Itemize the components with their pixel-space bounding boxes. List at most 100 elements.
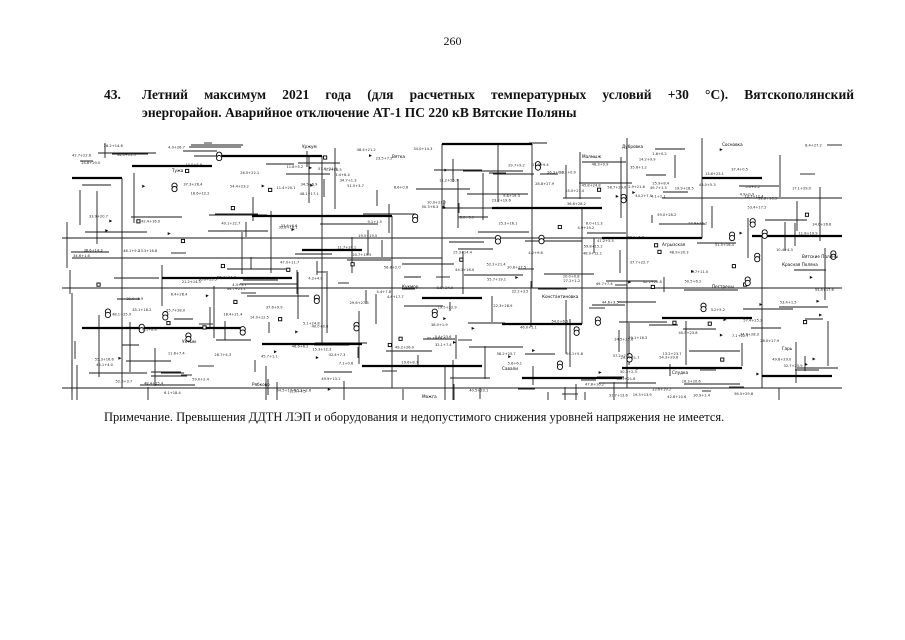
- flow-arrow: [812, 357, 816, 361]
- breaker-symbol: [350, 262, 355, 267]
- flow-value: 40.5+23.1: [469, 388, 488, 392]
- transformer-symbol: [700, 306, 707, 313]
- flow-value: 44.7+21.1: [227, 287, 246, 291]
- breaker-symbol: [278, 317, 283, 322]
- flow-arrow: [739, 231, 743, 235]
- flow-value: 55.7+19.1: [487, 278, 506, 282]
- flow-value: 6.1+8.8: [142, 328, 157, 332]
- substation-label: Уржум: [302, 144, 317, 149]
- flow-value: 26.2+14.6: [104, 144, 124, 148]
- flow-value: 32.1+7.4: [435, 343, 452, 347]
- flow-value: 23.5+7.2: [376, 156, 393, 160]
- flow-value: 48.1+25.9: [112, 313, 132, 317]
- flow-value: 13.2+23.7: [663, 352, 682, 356]
- flow-value: 1.2+26.5: [325, 168, 342, 172]
- flow-value: 19.5+22.9: [438, 306, 458, 310]
- transformer-symbol: [573, 329, 580, 336]
- flow-value: 38.0+1.9: [431, 323, 448, 327]
- flow-value: 35.6+1.2: [630, 165, 647, 169]
- flow-value: 48.4+21.2: [357, 148, 376, 152]
- flow-value: 59.0+2.4: [192, 377, 209, 381]
- breaker-symbol: [557, 224, 562, 230]
- flow-value: 4.4+5.7: [232, 283, 246, 287]
- flow-arrow: [309, 166, 313, 170]
- flow-value: 4.0+26.7: [168, 146, 185, 150]
- section-number: 43.: [104, 87, 121, 102]
- flow-arrow: [167, 232, 171, 236]
- breaker-symbol: [185, 168, 190, 174]
- flow-arrow: [315, 356, 319, 360]
- flow-value: 11.7+24.1: [337, 245, 356, 249]
- flow-value: 32.8+16.5: [758, 197, 777, 201]
- flow-value: 19.9+18.5: [675, 187, 694, 191]
- transformer-symbol: [620, 197, 627, 204]
- flow-value: 13.7+12.4: [744, 195, 764, 199]
- flow-value: 33.9+20.7: [89, 214, 108, 218]
- flow-value: 1.6+0.2: [652, 152, 666, 156]
- substation-label: Вятка: [392, 154, 405, 159]
- flow-value: 49.7+1.3: [650, 186, 667, 190]
- substation-label: Рябково: [252, 382, 270, 387]
- flow-value: 45.1+4.0: [96, 363, 113, 367]
- flow-value: 44.2+7.5: [635, 194, 652, 198]
- flow-value: 34.8+28.3: [740, 333, 759, 337]
- heading-line-2: энергорайон. Аварийное отключение АТ-1 П…: [142, 105, 577, 120]
- flow-value: 28.0+3.9: [457, 216, 474, 220]
- flow-value: 50.5+6.2: [685, 280, 702, 284]
- flow-arrow: [628, 280, 632, 284]
- note: Примечание. Превышения ДДТН ЛЭП и оборуд…: [104, 410, 725, 424]
- flow-value: 28.8+27.9: [535, 182, 555, 186]
- substation-label: Пестрецы: [712, 284, 734, 289]
- flow-value: 4.1+2.1: [651, 195, 665, 199]
- flow-value: 10.4+4.3: [776, 248, 793, 252]
- breaker-symbol: [654, 243, 659, 248]
- flow-value: 46.6+6.2: [292, 344, 309, 348]
- substation-label: Красная Поляна: [782, 262, 818, 267]
- flow-value: 15.0+27.0: [565, 189, 585, 193]
- flow-value: 52.2+21.4: [487, 262, 507, 266]
- flow-value: 53.4+17.2: [747, 206, 766, 210]
- flow-value: 8.8+24.9: [437, 286, 454, 290]
- breaker-symbol: [657, 249, 662, 254]
- flow-value: 18.4+21.4: [223, 312, 243, 316]
- flow-arrow: [615, 194, 619, 198]
- flow-value: 10.0+5.9: [185, 163, 202, 167]
- flow-value: 55.9+21.6: [616, 377, 636, 381]
- flow-value: 33.6+19.2: [652, 387, 671, 391]
- flow-value: 24.8+29.0: [81, 161, 101, 165]
- substation-label: Слудка: [672, 370, 689, 375]
- flow-value: 48.4+15.4: [144, 381, 164, 385]
- flow-value: 55.3+16.6: [95, 358, 115, 362]
- flow-value: 21.2+14.3: [182, 280, 201, 284]
- power-grid-diagram: 6.1+8.848.9+20.346.3+9.944.1+16.032.8+16…: [62, 138, 842, 400]
- flow-value: 44.6+3.5: [602, 300, 619, 304]
- flow-value: 22.3+28.9: [493, 304, 513, 308]
- transformer-symbol: [749, 221, 756, 228]
- flow-value: 26.5+22.1: [240, 171, 259, 175]
- transformer-symbol: [138, 327, 145, 334]
- breaker-symbol: [672, 320, 677, 325]
- substation-label: Константиновка: [542, 294, 579, 299]
- flow-value: 58.2+25.7: [497, 352, 516, 356]
- breaker-symbol: [180, 238, 186, 244]
- flow-value: 32.7+25.9: [784, 364, 804, 368]
- flow-value: 19.6+8.7: [401, 361, 418, 365]
- breaker-symbol: [731, 264, 736, 269]
- flow-arrow: [719, 333, 723, 337]
- flow-value: 30.9+1.4: [693, 393, 710, 397]
- flow-value: 14.2+9.9: [639, 158, 656, 162]
- transformer-symbol: [556, 363, 563, 370]
- flow-arrow: [327, 387, 331, 391]
- flow-arrow: [310, 183, 314, 187]
- flow-arrow: [691, 269, 695, 273]
- flow-arrow: [442, 205, 446, 209]
- flow-value: 49.9+13.1: [321, 377, 340, 381]
- breaker-symbol: [597, 187, 602, 192]
- flow-arrow: [452, 340, 456, 344]
- flow-value: 18.6+12.2: [191, 191, 210, 195]
- flow-value: 47.2+5.5: [597, 239, 614, 243]
- flow-value: 50.3+6.3: [422, 205, 439, 209]
- flow-value: 19.5+19.5: [358, 234, 377, 238]
- flow-value: 34.5+6.9: [301, 182, 318, 186]
- flow-value: 27.9+14.2: [688, 222, 707, 226]
